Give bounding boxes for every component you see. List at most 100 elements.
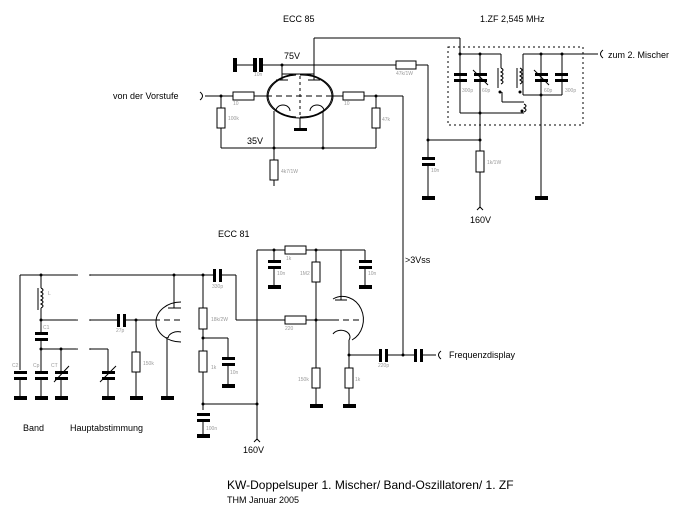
- svg-text:60p: 60p: [482, 88, 491, 94]
- if-filter-heading: 1.ZF 2,545 MHz: [480, 14, 545, 24]
- capacitor-top-1: [268, 260, 281, 263]
- svg-text:C1: C1: [43, 325, 50, 331]
- if-filter: 300p 60p 60p 300p z: [447, 46, 669, 126]
- svg-text:10: 10: [233, 101, 239, 107]
- resistor-cathode: [269, 159, 279, 181]
- svg-text:27p: 27p: [116, 328, 125, 334]
- svg-text:47k/1W: 47k/1W: [396, 71, 413, 77]
- svg-text:150k: 150k: [298, 377, 309, 383]
- terminal-input[interactable]: [199, 91, 203, 101]
- voltage-cathode: 35V: [247, 136, 263, 146]
- voltage-osc-level: >3Vss: [405, 255, 431, 265]
- capacitor-c2: [14, 371, 27, 374]
- mixer-stage: 10n 75V 47k/1W von der Vorstufe 10: [113, 37, 548, 355]
- svg-text:10: 10: [344, 101, 350, 107]
- svg-text:300p: 300p: [565, 88, 576, 94]
- coupling-coil: [522, 103, 527, 113]
- svg-text:330p: 330p: [212, 284, 223, 290]
- svg-text:220p: 220p: [378, 363, 389, 369]
- value-c-plate-bypass: 10n: [254, 72, 263, 78]
- svg-text:L: L: [48, 291, 51, 297]
- diagram-author-date: THM Januar 2005: [227, 495, 299, 505]
- capacitor-supply: [422, 157, 435, 160]
- svg-text:220: 220: [285, 326, 294, 332]
- svg-text:1k: 1k: [355, 377, 361, 383]
- svg-text:10n: 10n: [368, 271, 377, 277]
- capacitor-coupling-330p: [213, 269, 216, 282]
- resistor-top-1k: [284, 245, 307, 255]
- svg-text:C2: C2: [12, 363, 19, 369]
- terminal-to-mixer2[interactable]: [600, 49, 604, 59]
- capacitor-supply-100n: [197, 413, 210, 416]
- resistor-plate: [395, 60, 417, 70]
- section-main-tuning-label: Hauptabstimmung: [70, 423, 143, 433]
- svg-text:10n: 10n: [431, 168, 440, 174]
- resistor-buffer-leak: [311, 367, 321, 389]
- capacitor-display: [414, 349, 417, 362]
- capacitor-if-fixed-2: [555, 73, 568, 76]
- svg-text:1k: 1k: [286, 256, 292, 262]
- tube-ecc81-buffer: [332, 295, 364, 341]
- ground-symbol: [535, 196, 548, 200]
- capacitor-c1: [35, 332, 48, 335]
- svg-text:300p: 300p: [462, 88, 473, 94]
- svg-text:1k: 1k: [211, 365, 217, 371]
- svg-text:100k: 100k: [228, 116, 239, 122]
- coil-band: [39, 287, 44, 309]
- terminal-supply-bottom: [253, 438, 261, 443]
- terminal-to-mixer2-label: zum 2. Mischer: [608, 50, 669, 60]
- svg-text:1M2: 1M2: [300, 271, 310, 277]
- svg-text:150k: 150k: [143, 361, 154, 367]
- terminal-input-label: von der Vorstufe: [113, 91, 179, 101]
- svg-text:47k: 47k: [382, 117, 391, 123]
- capacitor-top-2: [359, 260, 372, 263]
- tuning-capacitor-main[interactable]: [102, 371, 115, 374]
- resistor-grid-in: [232, 91, 255, 101]
- resistor-osc-grid: [131, 351, 141, 373]
- terminal-freq-display[interactable]: [438, 350, 442, 360]
- tube-ecc81-osc: [155, 301, 182, 343]
- svg-text:100n: 100n: [206, 426, 217, 432]
- voltage-plate: 75V: [284, 51, 300, 61]
- if-filter-shield: [447, 46, 584, 126]
- svg-text:10n: 10n: [230, 370, 239, 376]
- tube-label-ecc81: ECC 81: [218, 229, 250, 239]
- capacitor-if-fixed-1: [454, 73, 467, 76]
- trimmer-if-1: [474, 73, 487, 76]
- capacitor-plate-bypass: [253, 58, 257, 72]
- svg-text:CT: CT: [51, 363, 58, 369]
- svg-text:Cp: Cp: [33, 363, 40, 369]
- capacitor-cp: [35, 371, 48, 374]
- diagram-title: KW-Doppelsuper 1. Mischer/ Band-Oszillat…: [227, 478, 514, 492]
- resistor-bias-1m2: [311, 261, 321, 283]
- resistor-buffer-grid: [284, 315, 307, 325]
- tube-label-ecc85: ECC 85: [283, 14, 315, 24]
- ground-symbol: [233, 58, 237, 72]
- svg-text:18k/2W: 18k/2W: [211, 317, 228, 323]
- terminal-freq-display-label: Frequenzdisplay: [449, 350, 516, 360]
- resistor-osc-plate: [198, 307, 208, 330]
- svg-text:10n: 10n: [277, 271, 286, 277]
- section-band-label: Band: [23, 423, 44, 433]
- resistor-supply: [475, 150, 485, 173]
- ground-symbol: [422, 196, 435, 200]
- capacitor-grid-27p: [117, 314, 120, 327]
- svg-text:60p: 60p: [544, 88, 553, 94]
- trimmer-if-2: [535, 73, 548, 76]
- capacitor-out-220p: [379, 349, 382, 362]
- supply-bottom-label: 160V: [243, 445, 264, 455]
- svg-text:4k7/1W: 4k7/1W: [281, 169, 298, 175]
- supply-top-label: 160V: [470, 215, 491, 225]
- capacitor-dropper: [222, 357, 235, 360]
- trimmer-ct: [55, 371, 68, 374]
- resistor-grid2-leak: [371, 107, 381, 129]
- coil-if-2: [518, 67, 523, 85]
- resistor-dropper: [198, 350, 208, 373]
- oscillator-stage: L C1 C2 Cp CT: [12, 245, 516, 455]
- svg-text:1k/1W: 1k/1W: [487, 160, 501, 166]
- band-switch[interactable]: [90, 274, 215, 350]
- resistor-buffer-cathode: [344, 367, 354, 389]
- terminal-supply-top: [476, 206, 484, 211]
- resistor-grid2: [342, 91, 365, 101]
